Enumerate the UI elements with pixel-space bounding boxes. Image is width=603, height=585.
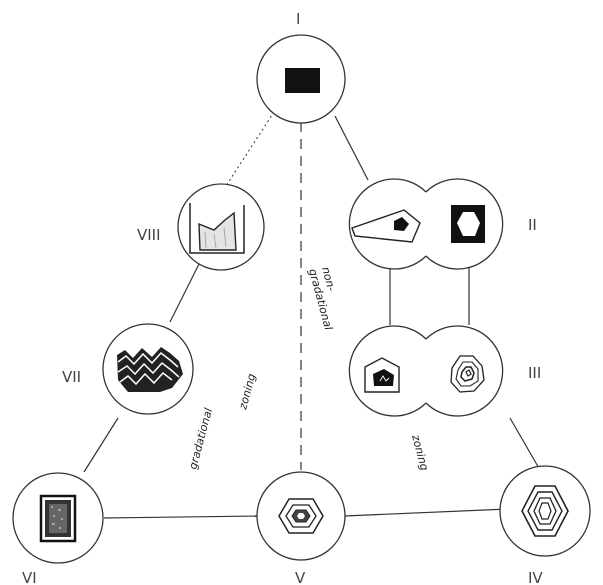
line-v-iv (344, 508, 509, 517)
line-i-viii (221, 111, 275, 193)
line-vii-vi (83, 417, 119, 473)
label-viii: VIII (137, 226, 161, 244)
line-vi-v (103, 515, 259, 519)
notched-crystal-shape (189, 203, 245, 254)
node-iii (348, 325, 504, 417)
connector-lines (83, 111, 541, 519)
label-iv: IV (528, 569, 543, 585)
label-vii: VII (62, 368, 81, 386)
solid-core-small-shape (394, 217, 409, 231)
zigzag-band-crystal-shape (117, 347, 183, 392)
line-i-ii (334, 115, 369, 181)
hexagon-window-shape (457, 212, 480, 236)
label-ii: II (528, 216, 537, 234)
label-v: V (295, 569, 306, 585)
solid-block-shape (285, 68, 320, 93)
nested-hexagon-shape (278, 498, 324, 534)
node-v (256, 471, 346, 561)
node-vi (12, 472, 104, 564)
node-ii (348, 178, 504, 270)
annotation-zoning-right: zoning (409, 432, 431, 472)
label-vi: VI (22, 569, 37, 585)
line-iii-iv (509, 417, 541, 471)
label-iii: III (528, 364, 541, 382)
node-i (256, 34, 346, 124)
irregular-zoned-shape (450, 355, 485, 393)
node-vii (102, 323, 194, 415)
concentric-hexagon-shape (521, 485, 569, 537)
line-viii-vii (169, 261, 201, 323)
node-iv (499, 465, 591, 557)
annotation-gradational-left: gradational (186, 407, 215, 471)
node-viii (177, 183, 265, 271)
annotation-zoning-left: zoning (236, 372, 258, 412)
annotation-non: non- (319, 265, 338, 292)
label-i: I (296, 10, 300, 28)
